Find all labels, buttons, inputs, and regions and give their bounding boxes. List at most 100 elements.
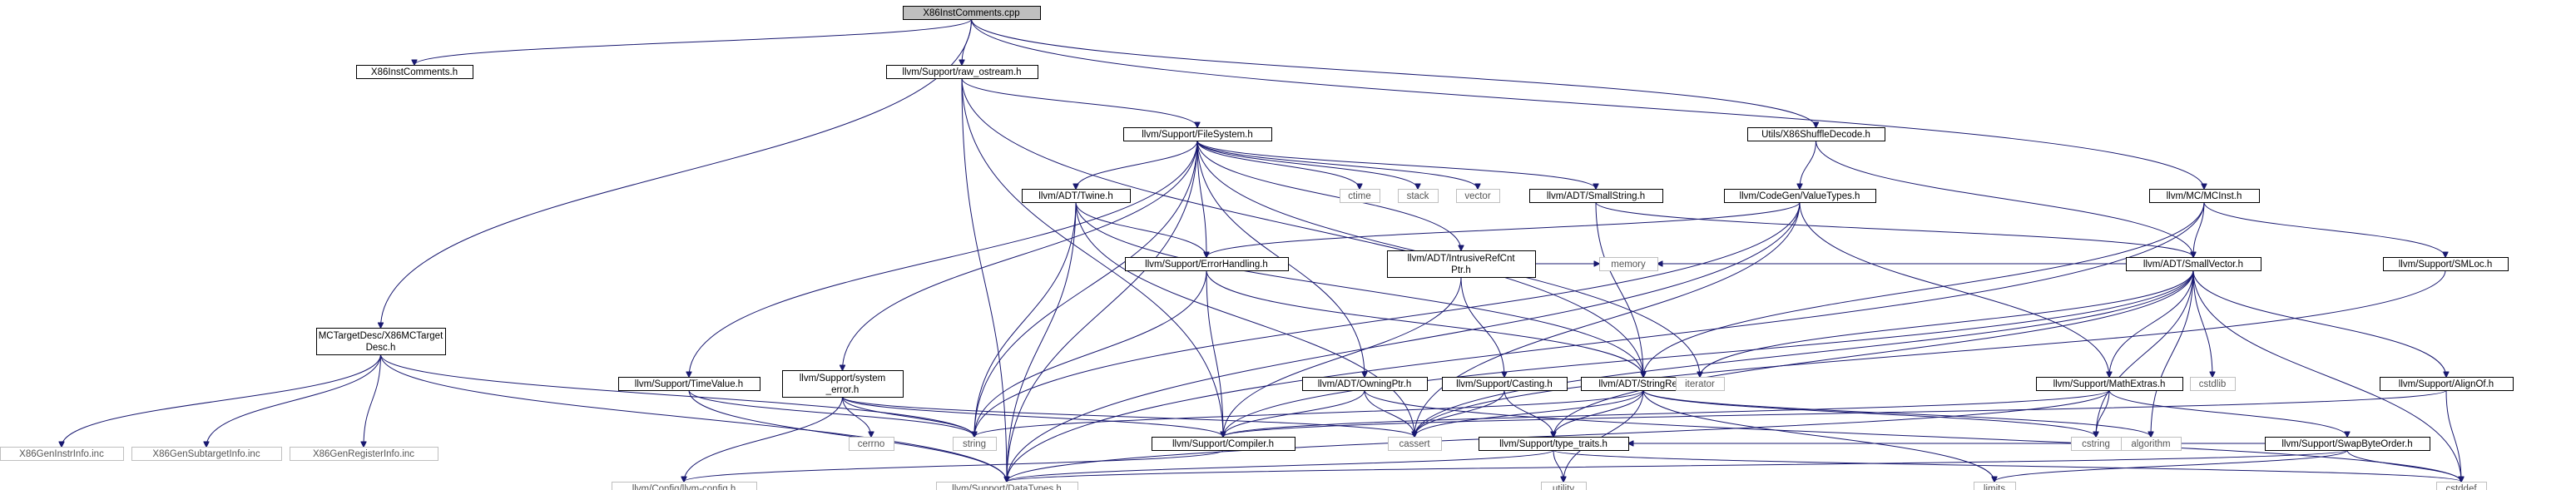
edge-filesystem-to-intrusive — [1196, 140, 1461, 250]
edge-smallstring-to-stringref — [1595, 201, 1643, 377]
node-box — [2149, 189, 2260, 203]
edge-stringref-to-cstring — [1642, 389, 2096, 437]
node-filesystem[interactable]: llvm/Support/FileSystem.h — [1123, 127, 1272, 141]
node-label: llvm/MC/MCInst.h — [2167, 191, 2242, 201]
edge-mathextras-to-cstring — [2096, 389, 2110, 437]
dependency-edges — [62, 18, 2461, 482]
node-box — [0, 447, 124, 461]
node-errorhandling[interactable]: llvm/Support/ErrorHandling.h — [1125, 257, 1289, 271]
node-label: llvm/ADT/StringRef.h — [1598, 379, 1687, 389]
node-label: limits — [1984, 484, 2005, 490]
edge-owningptr-to-compiler — [1223, 389, 1365, 437]
node-casting[interactable]: llvm/Support/Casting.h — [1442, 377, 1568, 391]
node-box — [1387, 250, 1536, 278]
edge-root-to-mcinst — [971, 18, 2205, 189]
node-label: llvm/Support/Compiler.h — [1172, 439, 1274, 449]
node-smallvector[interactable]: llvm/ADT/SmallVector.h — [2126, 257, 2261, 271]
edge-stringref-to-utility — [1563, 389, 1644, 482]
node-box — [1123, 127, 1272, 141]
edge-smallvector-to-algorithm — [2151, 270, 2194, 437]
node-label: X86GenSubtargetInfo.inc — [152, 449, 260, 459]
edge-filesystem-to-stack — [1196, 140, 1418, 189]
node-box — [1479, 437, 1629, 451]
edge-filesystem-to-systemerror — [843, 140, 1198, 370]
node-label: llvm/CodeGen/ValueTypes.h — [1740, 191, 1860, 201]
node-timevalue[interactable]: llvm/Support/TimeValue.h — [618, 377, 760, 391]
edge-smallvector-to-alignof — [2192, 270, 2446, 377]
node-vector: vector — [1456, 189, 1500, 203]
node-alignof[interactable]: llvm/Support/AlignOf.h — [2380, 377, 2514, 391]
node-stringref[interactable]: llvm/ADT/StringRef.h — [1581, 377, 1707, 391]
node-smloc[interactable]: llvm/Support/SMLoc.h — [2383, 257, 2509, 271]
edge-smallvector-to-cassert — [1414, 270, 2194, 437]
edge-stringref-to-typetraits — [1553, 389, 1644, 437]
node-raw_ostream[interactable]: llvm/Support/raw_ostream.h — [886, 65, 1038, 79]
edge-swapbyte-to-limits — [1994, 449, 2348, 482]
node-box — [2265, 437, 2430, 451]
node-memory: memory — [1599, 257, 1658, 271]
node-label: llvm/ADT/Twine.h — [1038, 191, 1112, 201]
node-shuffle[interactable]: Utils/X86ShuffleDecode.h — [1747, 127, 1885, 141]
node-mcinst[interactable]: llvm/MC/MCInst.h — [2149, 189, 2260, 203]
node-smallstring[interactable]: llvm/ADT/SmallString.h — [1529, 189, 1663, 203]
edge-mcinst-to-stringref — [1643, 201, 2205, 377]
edge-systemerror-to-cassert — [842, 396, 1415, 437]
edge-mcdesc-to-subtarget — [206, 354, 381, 447]
edge-smallvector-to-compiler — [1223, 270, 2194, 437]
edge-filesystem-to-twine — [1076, 140, 1198, 189]
node-compiler[interactable]: llvm/Support/Compiler.h — [1152, 437, 1295, 451]
node-owningptr[interactable]: llvm/ADT/OwningPtr.h — [1302, 377, 1428, 391]
edge-twine-to-cassert — [1075, 201, 1414, 437]
node-label: cassert — [1399, 439, 1430, 449]
edge-filesystem-to-timevalue — [689, 140, 1198, 377]
node-root[interactable]: X86InstComments.cpp — [903, 6, 1041, 20]
node-box — [2436, 482, 2487, 490]
node-box — [2380, 377, 2514, 391]
edge-typetraits-to-cstddef — [1553, 449, 2461, 482]
node-stack: stack — [1398, 189, 1439, 203]
edge-valuetypes-to-cassert — [1414, 201, 1801, 437]
node-label: llvm/Support/raw_ostream.h — [902, 67, 1021, 77]
edge-smloc-to-cassert — [1414, 270, 2446, 437]
node-subtarget: X86GenSubtargetInfo.inc — [131, 447, 282, 461]
node-label: Utils/X86ShuffleDecode.h — [1761, 130, 1870, 140]
node-mathextras[interactable]: llvm/Support/MathExtras.h — [2036, 377, 2183, 391]
edge-mcdesc-to-reginfo — [364, 354, 381, 447]
node-box — [2036, 377, 2183, 391]
edge-timevalue-to-string — [688, 389, 974, 437]
node-box — [849, 437, 894, 451]
node-box — [2126, 257, 2261, 271]
node-box — [1747, 127, 1885, 141]
edge-swapbyte-to-cstddef — [2346, 449, 2461, 482]
edge-shuffle-to-smallvector — [1816, 140, 2194, 257]
edge-timevalue-to-datatypes — [688, 389, 1007, 482]
node-label: llvm/ADT/SmallVector.h — [2143, 260, 2243, 270]
node-systemerror[interactable]: llvm/Support/system_error.h — [782, 370, 904, 398]
node-box — [1388, 437, 1442, 451]
edge-twine-to-errorhandling — [1075, 201, 1206, 257]
node-box — [936, 482, 1078, 490]
node-label: Desc.h — [366, 343, 396, 353]
node-box — [1541, 482, 1587, 490]
edge-mcinst-to-smloc — [2203, 201, 2445, 257]
node-label: llvm/ADT/SmallString.h — [1547, 191, 1645, 201]
node-label: X86GenRegisterInfo.inc — [313, 449, 414, 459]
edge-owningptr-to-cassert — [1364, 389, 1414, 437]
node-reginfo: X86GenRegisterInfo.inc — [290, 447, 438, 461]
node-box — [356, 65, 473, 79]
edge-valuetypes-to-string — [974, 201, 1801, 437]
node-string: string — [953, 437, 997, 451]
node-label: stack — [1407, 191, 1429, 201]
node-twine[interactable]: llvm/ADT/Twine.h — [1022, 189, 1131, 203]
node-typetraits[interactable]: llvm/Support/type_traits.h — [1479, 437, 1629, 451]
node-swapbyte[interactable]: llvm/Support/SwapByteOrder.h — [2265, 437, 2430, 451]
edge-filesystem-to-string — [974, 140, 1198, 437]
node-box — [1302, 377, 1428, 391]
node-x86ic_h[interactable]: X86InstComments.h — [356, 65, 473, 79]
node-valuetypes[interactable]: llvm/CodeGen/ValueTypes.h — [1724, 189, 1876, 203]
node-cerrno: cerrno — [849, 437, 894, 451]
node-algorithm: algorithm — [2121, 437, 2182, 451]
